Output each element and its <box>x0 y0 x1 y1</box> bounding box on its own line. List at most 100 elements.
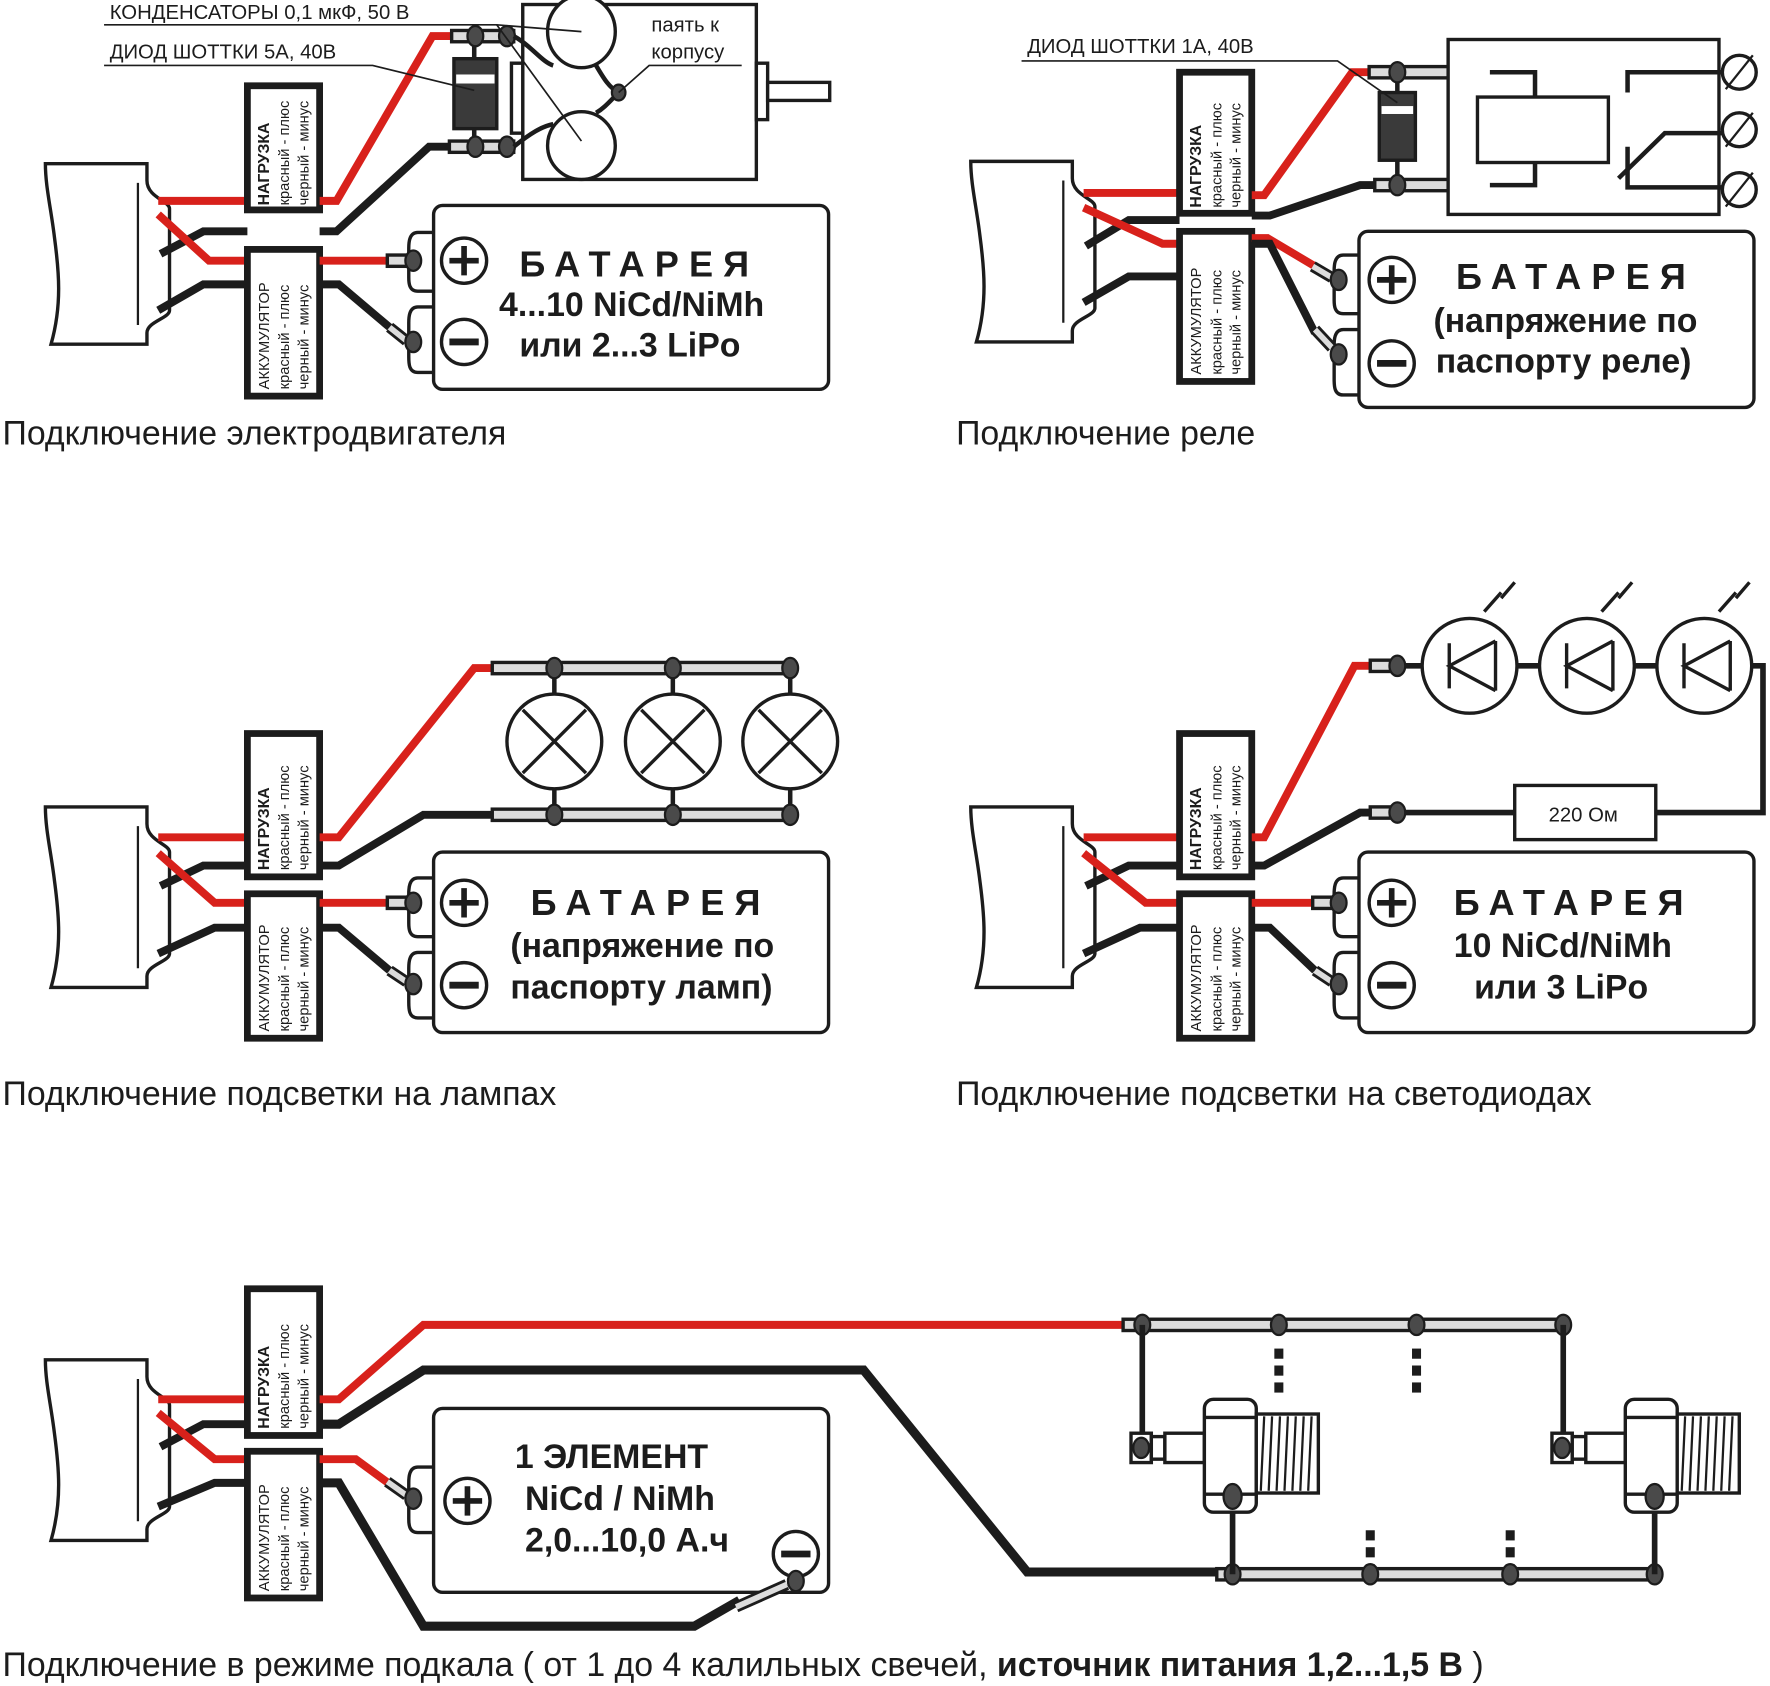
led-2 <box>1537 581 1637 715</box>
load-connector-red-plus: красный - плюс <box>1209 765 1225 870</box>
esc-wires <box>1081 189 1180 306</box>
battery-connector-red-plus: красный - плюс <box>277 285 293 390</box>
esc-wires <box>155 833 248 958</box>
load-connector-black-minus: черный - минус <box>296 765 312 870</box>
glow-plug-1 <box>1129 1324 1321 1575</box>
load-connector-title: НАГРУЗКА <box>256 1346 273 1429</box>
battery-spec-line-1: 1 ЭЛЕМЕНТ <box>515 1438 709 1476</box>
battery-connector-black-minus: черный - минус <box>296 285 312 390</box>
battery-spec-line-1: (напряжение по <box>510 927 774 965</box>
esc-body <box>43 1358 172 1543</box>
solder-node <box>466 135 485 158</box>
motor-black-wire <box>319 142 452 236</box>
battery-connector-red-plus: красный - плюс <box>1209 270 1225 375</box>
battery-title: БАТАРЕЯ <box>519 243 759 284</box>
glow-caption-bold: источник питания 1,2...1,5 В <box>997 1646 1463 1684</box>
leds-battery: БАТАРЕЯ 10 NiCd/NiMh или 3 LiPo <box>1251 850 1756 1035</box>
battery-connector: АККУМУЛЯТОР красный - плюс черный - мину… <box>1176 890 1256 1042</box>
battery-spec-line-3: 2,0...10,0 А.ч <box>525 1522 729 1560</box>
battery-connector-red-plus: красный - плюс <box>277 1487 293 1592</box>
battery-connector-black-minus: черный - минус <box>296 927 312 1032</box>
load-connector-black-minus: черный - минус <box>1228 765 1244 870</box>
screw-terminal-icon <box>1720 111 1758 149</box>
battery-connector: АККУМУЛЯТОР красный - плюс черный - мину… <box>244 246 323 400</box>
single-cell-battery: 1 ЭЛЕМЕНТ NiCd / NiMh 2,0...10,0 А.ч <box>319 1406 831 1631</box>
battery-connector-title: АККУМУЛЯТОР <box>1189 268 1205 375</box>
battery-spec-line-1: 10 NiCd/NiMh <box>1454 927 1672 965</box>
lamp-3 <box>741 656 840 827</box>
load-connector-red-plus: красный - плюс <box>277 101 293 206</box>
battery-spec-line-2: или 2...3 LiPo <box>519 327 740 365</box>
load-connector-title: НАГРУЗКА <box>256 123 273 206</box>
battery-connector-title: АККУМУЛЯТОР <box>1189 924 1205 1031</box>
load-connector-red-plus: красный - плюс <box>1209 103 1225 208</box>
load-connector-black-minus: черный - минус <box>1228 103 1244 208</box>
load-connector-title: НАГРУЗКА <box>1188 125 1205 208</box>
solder-node <box>466 24 485 48</box>
diode-5a-label: ДИОД ШОТТКИ 5А, 40В <box>110 42 337 64</box>
lamps-plus-bus <box>490 660 794 676</box>
load-connector: НАГРУЗКА красный - плюс черный - минус <box>1176 730 1256 881</box>
glow-plug-2 <box>1550 1324 1741 1575</box>
load-connector-red-plus: красный - плюс <box>277 765 293 870</box>
glow-minus-bus <box>1215 1566 1661 1582</box>
battery-connector-red-plus: красный - плюс <box>277 927 293 1032</box>
motor-caption: Подключение электродвигателя <box>3 415 507 453</box>
esc-body <box>43 805 172 990</box>
load-connector: НАГРУЗКА красный - плюс черный - минус <box>244 730 323 881</box>
solder-to-case-label-1: паять к <box>651 15 719 37</box>
relay-coil <box>1475 95 1611 165</box>
esc-body <box>969 805 1097 990</box>
led-3 <box>1655 581 1754 715</box>
battery-title: БАТАРЕЯ <box>531 882 771 923</box>
battery-connector-title: АККУМУЛЯТОР <box>257 282 273 389</box>
battery-spec-line-2: паспорту ламп) <box>510 969 772 1007</box>
lamps-minus-bus <box>490 807 794 823</box>
esc-wires <box>155 196 248 314</box>
battery-spec-line-1: (напряжение по <box>1433 302 1697 340</box>
solder-node <box>497 135 516 158</box>
load-connector: НАГРУЗКА красный - плюс черный - минус <box>244 82 323 214</box>
battery-connector-black-minus: черный - минус <box>296 1487 312 1592</box>
solder-node <box>497 24 516 48</box>
led-1 <box>1420 581 1519 715</box>
motor-section: НАГРУЗКА красный - плюс черный - минус А… <box>3 0 832 453</box>
glow-caption-regular: Подключение в режиме подкала ( от 1 до 4… <box>3 1646 997 1684</box>
battery-connector-red-plus: красный - плюс <box>1209 927 1225 1032</box>
battery-connector: АККУМУЛЯТОР красный - плюс черный - мину… <box>244 890 323 1042</box>
esc-wires <box>1081 833 1180 958</box>
battery-spec-line-2: паспорту реле) <box>1436 342 1692 380</box>
load-connector-title: НАГРУЗКА <box>256 787 273 870</box>
battery-spec-line-2: или 3 LiPo <box>1474 969 1648 1007</box>
lamps-section: НАГРУЗКА красный - плюс черный - минус А… <box>3 656 840 1113</box>
battery-connector-black-minus: черный - минус <box>1228 270 1244 375</box>
relay-battery: БАТАРЕЯ (напряжение по паспорту реле) <box>1251 229 1756 410</box>
capacitor <box>545 110 617 182</box>
glow-caption: Подключение в режиме подкала ( от 1 до 4… <box>3 1646 1484 1684</box>
battery-connector: АККУМУЛЯТОР красный - плюс черный - мину… <box>1176 227 1256 385</box>
resistor-220-ohm: 220 Ом <box>1513 783 1658 842</box>
motor-red-wire <box>319 32 454 205</box>
battery-spec-line-1: 4...10 NiCd/NiMh <box>499 286 764 324</box>
battery-connector-title: АККУМУЛЯТОР <box>257 924 273 1031</box>
capacitor <box>545 0 617 70</box>
battery-connector-black-minus: черный - минус <box>1228 927 1244 1032</box>
diode-1a-label: ДИОД ШОТТКИ 1А, 40В <box>1027 36 1254 58</box>
schottky-diode-1a <box>1377 77 1418 180</box>
glow-plus-bus <box>1121 1317 1568 1333</box>
load-connector-title: НАГРУЗКА <box>1188 787 1205 870</box>
load-connector: НАГРУЗКА красный - плюс черный - минус <box>1176 68 1256 217</box>
relay <box>1446 37 1758 217</box>
lamp-2 <box>623 656 722 827</box>
motor-battery: БАТАРЕЯ 4...10 NiCd/NiMh или 2...3 LiPo <box>319 203 831 392</box>
battery-spec-line-2: NiCd / NiMh <box>525 1480 715 1518</box>
lamps-battery: БАТАРЕЯ (напряжение по паспорту ламп) <box>319 850 831 1035</box>
load-connector-black-minus: черный - минус <box>296 1324 312 1429</box>
load-connector-black-minus: черный - минус <box>296 101 312 206</box>
screw-terminal-icon <box>1720 53 1758 91</box>
esc-wires <box>155 1395 248 1511</box>
motor <box>509 0 832 182</box>
battery-title: БАТАРЕЯ <box>1454 882 1694 923</box>
glow-section: НАГРУЗКА красный - плюс черный - минус А… <box>3 1285 1741 1684</box>
